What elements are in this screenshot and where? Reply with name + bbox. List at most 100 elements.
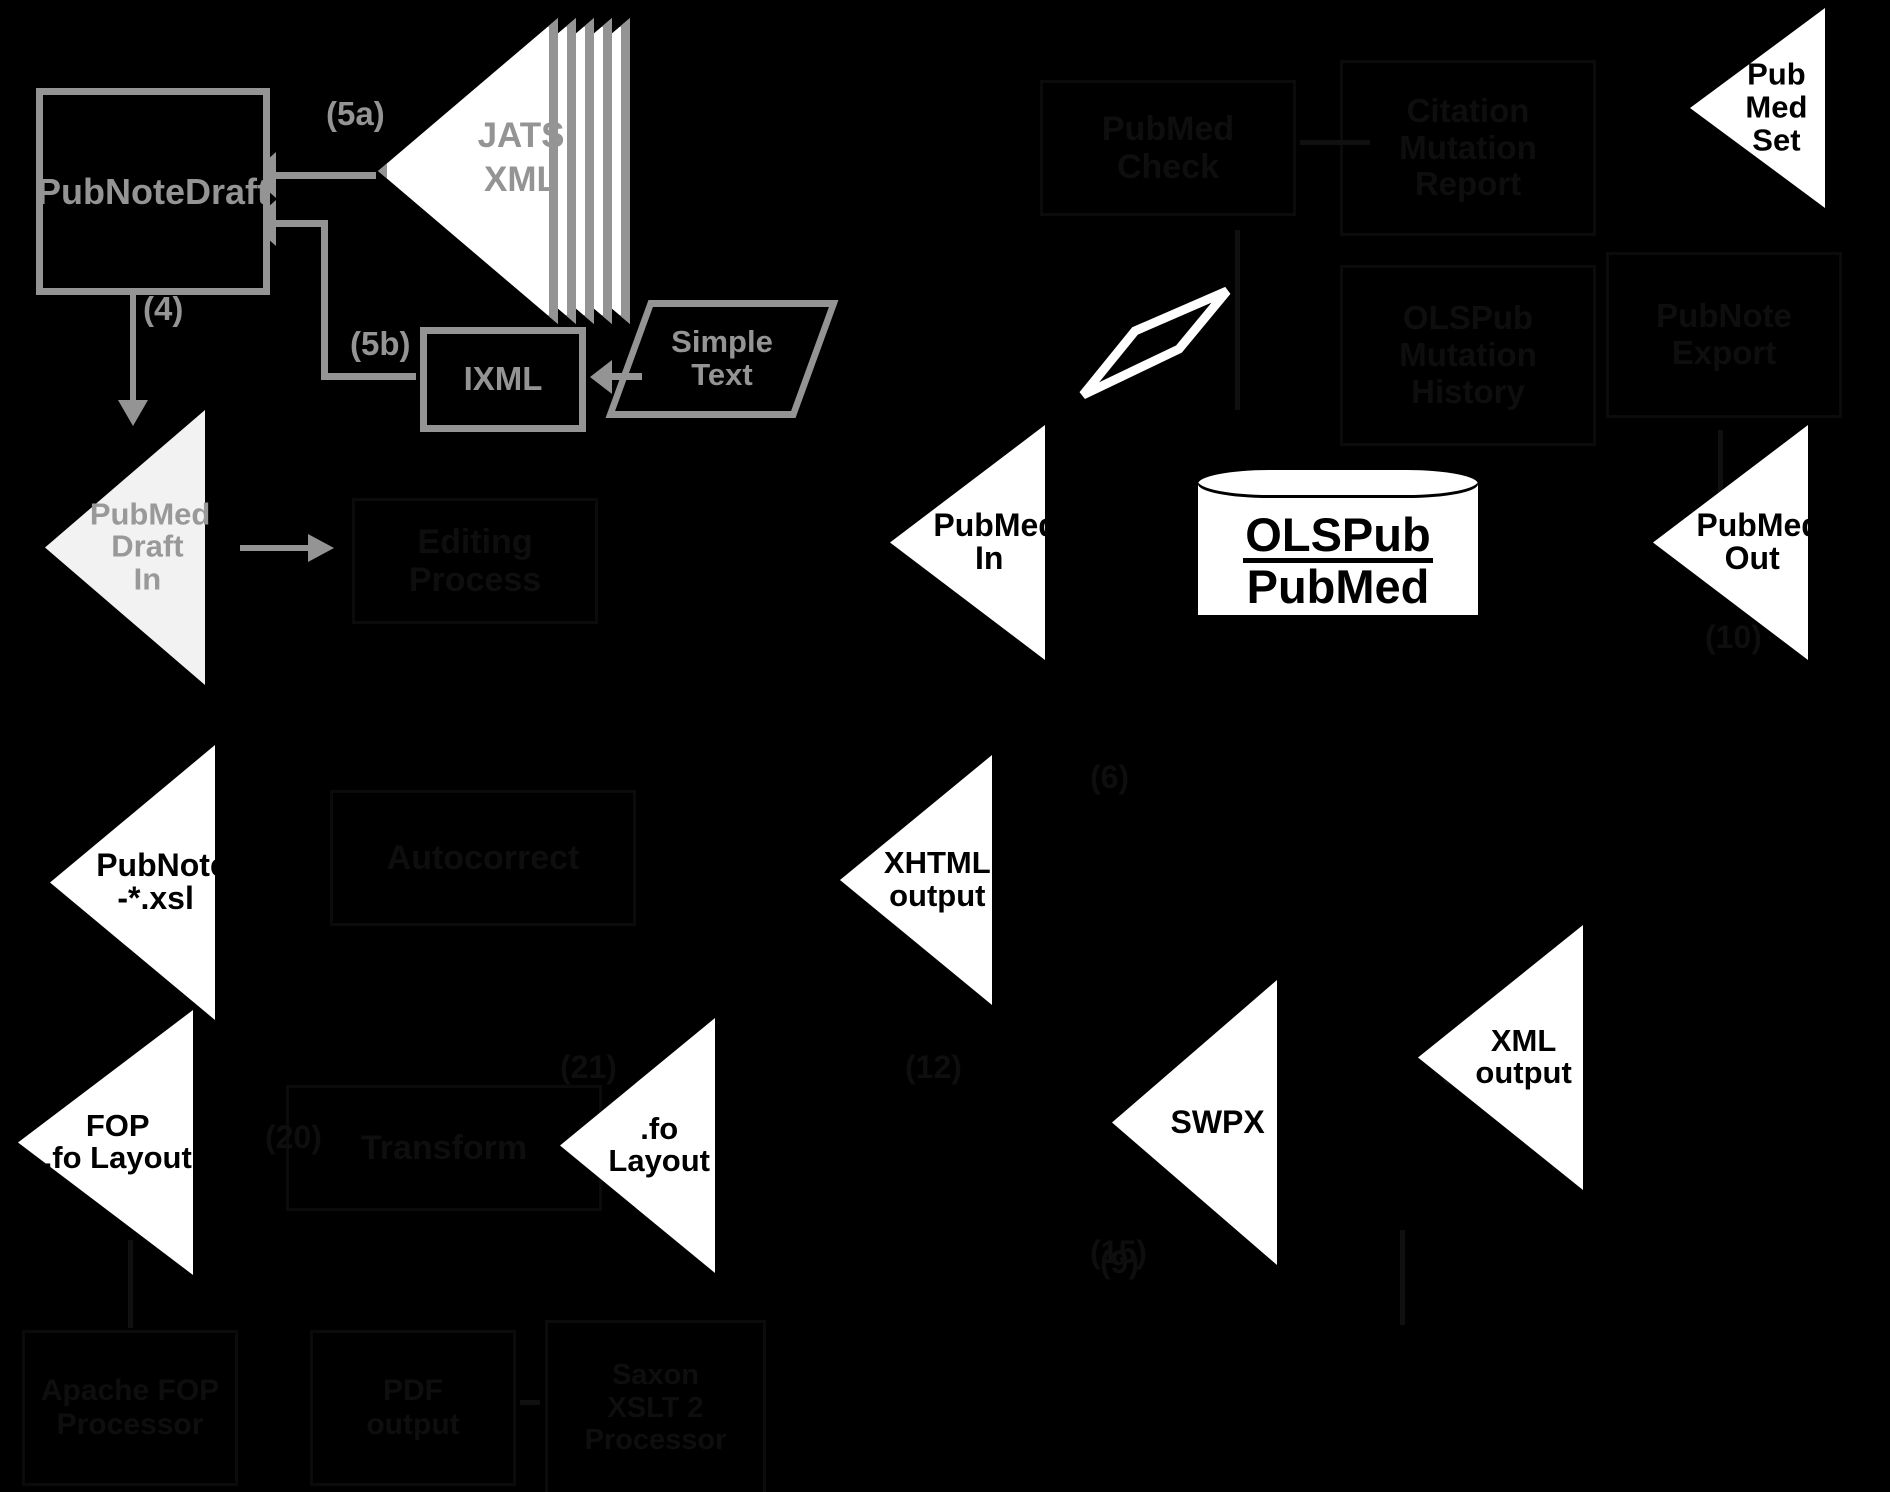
node-jats-xml-label: JATS XML xyxy=(466,114,576,202)
olspub-mutation-line2: Mutation xyxy=(1399,336,1537,374)
citation-mutation-line1: Citation xyxy=(1406,91,1530,129)
autocorrect-label: Autocorrect xyxy=(386,838,580,877)
pubmed-set-line2: Med xyxy=(1745,89,1808,125)
node-xhtml-output[interactable]: XHTML output xyxy=(840,755,992,1005)
pubmed-draft-in-line1: PubMed xyxy=(89,496,211,532)
citation-mutation-line3: Report xyxy=(1414,165,1522,203)
editing-process-line1: Editing xyxy=(417,522,533,561)
connector-pdf-horizontal xyxy=(520,1400,540,1405)
node-simple-text[interactable]: Simple Text xyxy=(605,300,839,418)
node-olspub-db[interactable]: OLSPub PubMed xyxy=(1198,470,1478,615)
lens-svg xyxy=(1079,286,1231,400)
edge-label-10: (10) xyxy=(1705,619,1762,655)
edge-label-5a: (5a) xyxy=(326,95,385,132)
node-pdf-output[interactable]: PDF output xyxy=(310,1330,516,1486)
pubmed-check-line1: PubMed xyxy=(1101,109,1235,148)
node-pubmed-check[interactable]: PubMed Check xyxy=(1040,80,1296,216)
node-pubmed-in[interactable]: PubMed In xyxy=(890,425,1058,660)
saxon-line1: Saxon xyxy=(611,1359,699,1392)
node-pubnotedraft[interactable]: PubNoteDraft xyxy=(36,88,270,295)
xhtml-output-line2: output xyxy=(889,878,986,913)
node-ixml-label: IXML xyxy=(463,360,543,398)
pubmed-out-line2: Out xyxy=(1724,540,1780,577)
node-pubmed-out[interactable]: PubMed Out xyxy=(1653,425,1821,660)
connector-olspub-vertical xyxy=(1235,230,1240,410)
edge-label-21: (21) xyxy=(560,1049,617,1085)
pubmed-in-line1: PubMed xyxy=(933,506,1058,543)
node-citation-mutation-report[interactable]: Citation Mutation Report xyxy=(1340,60,1596,236)
simple-text-line2: Text xyxy=(691,357,753,392)
node-ixml[interactable]: IXML xyxy=(420,327,586,432)
olspub-db-line2: PubMed xyxy=(1246,559,1430,613)
jats-label-line1: JATS xyxy=(477,116,565,155)
pubnote-export-line1: PubNote xyxy=(1656,297,1792,335)
pubnote-xsl-line2: -*.xsl xyxy=(117,880,194,917)
connector-fo-vertical xyxy=(1400,1230,1405,1325)
olspub-mutation-line3: History xyxy=(1411,372,1525,410)
node-jats-xml[interactable]: JATS XML xyxy=(378,18,630,324)
node-pubnotedraft-label: PubNoteDraft xyxy=(37,170,269,212)
pubmed-set-line3: Set xyxy=(1752,122,1801,158)
fo-layout-line1: .fo xyxy=(640,1110,679,1146)
fo-layout-line2: Layout xyxy=(608,1143,711,1179)
edge-label-6: (6) xyxy=(1090,759,1130,795)
xhtml-output-line1: XHTML xyxy=(883,845,991,881)
connector-pubmedcheck-arrow xyxy=(1300,140,1370,145)
swpx-label: SWPX xyxy=(1170,1103,1265,1140)
edge-label-12: (12) xyxy=(905,1049,962,1085)
simple-text-line1: Simple xyxy=(671,324,773,360)
olspub-db-top xyxy=(1198,470,1478,498)
olspub-db-body xyxy=(1198,483,1478,615)
node-olspub-mutation-history[interactable]: OLSPub Mutation History xyxy=(1340,265,1596,446)
citation-mutation-line2: Mutation xyxy=(1399,128,1537,166)
olspub-db-line1: OLSPub xyxy=(1243,507,1433,563)
pubnote-export-line2: Export xyxy=(1671,334,1777,371)
connector-5a-line xyxy=(256,172,376,179)
edge-label-5b: (5b) xyxy=(350,325,411,362)
fop-line1: FOP xyxy=(85,1107,150,1143)
connector-5b-stub xyxy=(256,220,328,227)
edge-label-20: (20) xyxy=(265,1119,322,1155)
edge-label-4: (4) xyxy=(143,290,184,327)
apache-fop-line1: Apache FOP xyxy=(40,1374,220,1408)
node-fop-fo-layout[interactable]: FOP .fo Layout xyxy=(18,1010,193,1275)
node-fo-layout[interactable]: .fo Layout xyxy=(560,1018,715,1273)
saxon-line3: Processor xyxy=(584,1424,727,1457)
apache-fop-line2: Processor xyxy=(56,1408,204,1441)
node-apache-fop-processor[interactable]: Apache FOP Processor xyxy=(22,1330,238,1486)
node-transform[interactable]: Transform xyxy=(286,1085,602,1211)
pubmed-set-line1: Pub xyxy=(1747,56,1806,92)
fop-line2: .fo Layout xyxy=(43,1140,192,1176)
lens-connector-icon xyxy=(1075,285,1235,400)
node-editing-process[interactable]: Editing Process xyxy=(352,498,598,624)
olspub-mutation-line1: OLSPub xyxy=(1402,299,1534,337)
pdf-output-line1: PDF xyxy=(383,1374,443,1408)
node-swpx[interactable]: SWPX xyxy=(1112,980,1277,1265)
node-pubnote-export[interactable]: PubNote Export xyxy=(1606,252,1842,418)
saxon-line2: XSLT 2 xyxy=(607,1391,704,1424)
arrowhead-editing-icon xyxy=(308,534,334,562)
xml-output-line1: XML xyxy=(1490,1022,1557,1058)
connector-simpletext-line xyxy=(608,373,642,380)
node-autocorrect[interactable]: Autocorrect xyxy=(330,790,636,926)
pubmed-out-line1: PubMed xyxy=(1696,506,1821,543)
node-pubmed-set[interactable]: Pub Med Set xyxy=(1690,8,1825,208)
node-saxon-xslt-processor[interactable]: Saxon XSLT 2 Processor xyxy=(545,1320,766,1492)
connector-4-line xyxy=(130,285,136,410)
node-pubnote-xsl[interactable]: PubNote -*.xsl xyxy=(50,745,228,1020)
connector-5b-horizontal xyxy=(321,373,416,380)
connector-editing-line xyxy=(240,545,312,551)
xml-output-line2: output xyxy=(1475,1055,1572,1091)
node-pubmed-draft-in[interactable]: PubMed Draft In xyxy=(45,410,211,685)
pubmed-draft-in-line3: In xyxy=(133,561,162,597)
pdf-output-line2: output xyxy=(366,1408,460,1441)
pubmed-in-line2: In xyxy=(974,540,1004,577)
pubmed-draft-in-line2: Draft xyxy=(111,529,184,565)
connector-5b-vertical xyxy=(321,220,328,380)
edge-label-9: (9) xyxy=(1100,1244,1140,1280)
node-xml-output[interactable]: XML output xyxy=(1418,925,1583,1190)
jats-label-line2: XML xyxy=(484,159,558,199)
pubnote-xsl-line1: PubNote xyxy=(96,846,228,883)
transform-label: Transform xyxy=(360,1128,528,1167)
edge-label-15: (15) xyxy=(1090,1234,1147,1270)
